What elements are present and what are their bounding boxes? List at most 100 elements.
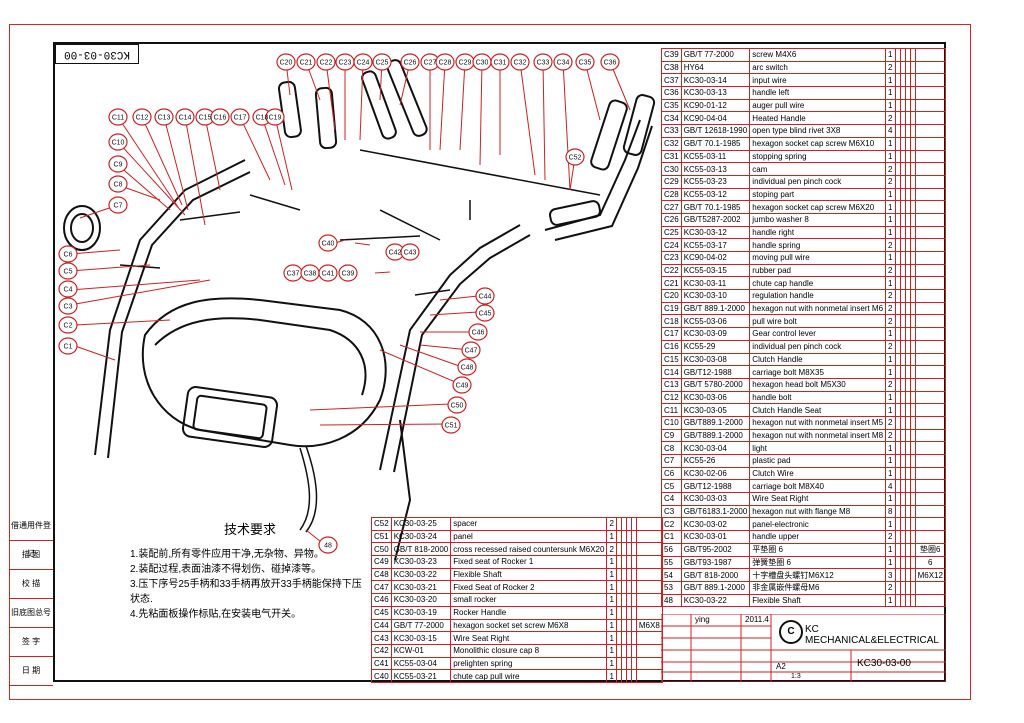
bom-cell: rubber pad bbox=[749, 263, 887, 278]
bom-cell: Clutch Wire bbox=[749, 466, 887, 481]
bom-cell: C15 bbox=[661, 352, 682, 367]
bom-cell: 6 bbox=[914, 555, 947, 570]
bom-cell: handle bolt bbox=[749, 390, 887, 405]
bom-cell: chute cap pull wire bbox=[450, 669, 608, 683]
bom-cell bbox=[914, 60, 947, 75]
callout-label: C14 bbox=[179, 115, 192, 122]
bom-cell: KC55-03-12 bbox=[680, 187, 751, 202]
bom-cell bbox=[630, 669, 637, 683]
bom-cell: C6 bbox=[661, 466, 682, 481]
bom-cell: 2 bbox=[885, 60, 896, 75]
bom-cell: moving pull wire bbox=[749, 251, 887, 265]
bom-cell: GB/T5287-2002 bbox=[680, 212, 751, 227]
bom-cell: C36 bbox=[661, 86, 682, 100]
bom-cell: Heated Handle bbox=[749, 111, 887, 126]
bom-cell: hexagon nut with nonmetal insert M5 bbox=[749, 415, 887, 430]
callout-label: C52 bbox=[569, 155, 582, 162]
bom-cell bbox=[635, 542, 663, 557]
callout-label: C31 bbox=[494, 60, 507, 67]
callout-label: C50 bbox=[451, 403, 464, 410]
bom-cell: KC90-04-02 bbox=[680, 251, 751, 265]
sheet-size: A2 bbox=[776, 662, 786, 671]
bom-cell: C34 bbox=[661, 111, 682, 126]
callout-label: C28 bbox=[439, 60, 452, 67]
bom-cell: 48 bbox=[661, 593, 682, 608]
bom-cell: 1 bbox=[885, 251, 896, 265]
bom-cell: KC30-03-23 bbox=[390, 555, 452, 569]
bom-cell: C47 bbox=[371, 580, 392, 595]
bom-cell: C51 bbox=[371, 529, 392, 544]
callout-label: C20 bbox=[280, 60, 293, 67]
bom-cell: C22 bbox=[661, 263, 682, 278]
callout-label: C12 bbox=[136, 115, 149, 122]
bom-cell: C4 bbox=[661, 492, 682, 506]
bom-cell: 1 bbox=[606, 669, 617, 683]
bom-cell bbox=[914, 73, 947, 88]
callout-label: C30 bbox=[476, 60, 489, 67]
bom-cell: 1 bbox=[885, 98, 896, 113]
bom-cell: spacer bbox=[450, 517, 608, 531]
callout-label: C51 bbox=[445, 423, 458, 430]
bom-cell: GB/T 70.1-1985 bbox=[680, 136, 751, 151]
bom-cell: screw M4X6 bbox=[749, 48, 887, 62]
bom-cell: C18 bbox=[661, 314, 682, 329]
bom-cell: KC55-03-11 bbox=[680, 149, 751, 164]
callout-label: C49 bbox=[456, 383, 469, 390]
bom-cell: C19 bbox=[661, 301, 682, 316]
bom-cell bbox=[914, 580, 947, 595]
callout-label: C32 bbox=[514, 60, 527, 67]
bom-cell: KC55-03-17 bbox=[680, 238, 751, 252]
bom-cell: C27 bbox=[661, 200, 682, 214]
bom-cell: arc switch bbox=[749, 60, 887, 75]
drawing-number: KC30-03-00 bbox=[857, 658, 911, 669]
bom-cell: 3 bbox=[885, 568, 896, 582]
bom-cell: C32 bbox=[661, 136, 682, 151]
bom-cell: 1 bbox=[885, 466, 896, 481]
bom-cell: jumbo washer 8 bbox=[749, 212, 887, 227]
bom-cell: 1 bbox=[885, 542, 896, 557]
callout-label: C47 bbox=[465, 348, 478, 355]
bom-cell: C41 bbox=[371, 656, 392, 671]
bom-cell bbox=[914, 200, 947, 214]
bom-cell: plastic pad bbox=[749, 454, 887, 468]
bom-cell: KC55-03-23 bbox=[680, 174, 751, 189]
bom-cell: C30 bbox=[661, 162, 682, 176]
bom-cell bbox=[914, 441, 947, 455]
bom-cell bbox=[914, 352, 947, 367]
callout-label: C25 bbox=[376, 60, 389, 67]
callout-label: C11 bbox=[112, 115, 124, 122]
bom-cell: individual pen pinch cock bbox=[749, 339, 887, 354]
bom-cell: GB/T 889.1-2000 bbox=[680, 301, 751, 316]
bom-cell bbox=[914, 314, 947, 329]
bom-cell: C50 bbox=[371, 542, 392, 557]
bom-cell: 1 bbox=[885, 555, 896, 570]
bom-cell: KC30-03-03 bbox=[680, 492, 751, 506]
bom-cell bbox=[635, 669, 663, 683]
bom-cell: carriage bolt M8X40 bbox=[749, 479, 887, 494]
bom-cell: C16 bbox=[661, 339, 682, 354]
bom-cell: 1 bbox=[885, 86, 896, 100]
bom-cell bbox=[635, 580, 663, 595]
bom-cell: Wire Seat Right bbox=[450, 631, 608, 645]
bom-cell: 1 bbox=[885, 441, 896, 455]
bom-cell: 1 bbox=[885, 352, 896, 367]
bom-cell: 53 bbox=[661, 580, 682, 595]
bom-cell: hexagon socket cap screw M6X10 bbox=[749, 136, 887, 151]
bom-cell bbox=[914, 466, 947, 481]
bom-cell: KC30-03-21 bbox=[390, 580, 452, 595]
callout-label: C48 bbox=[461, 365, 474, 372]
bom-cell: 2 bbox=[885, 289, 896, 303]
callout-label: C40 bbox=[322, 241, 335, 248]
bom-cell: C43 bbox=[371, 631, 392, 645]
